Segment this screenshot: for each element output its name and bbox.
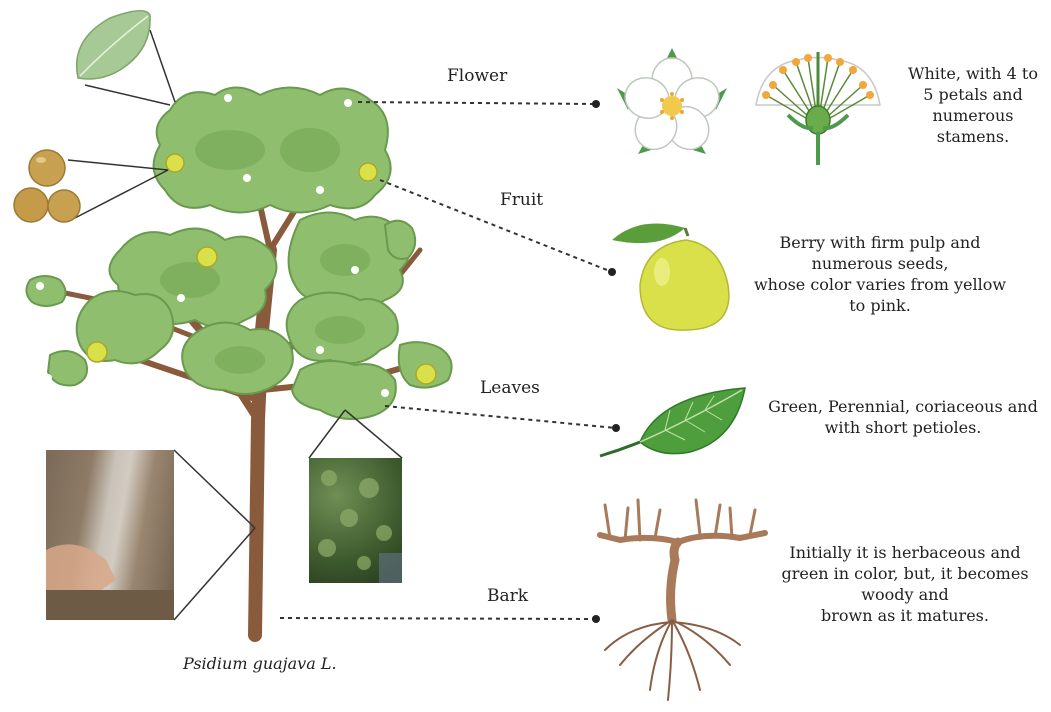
leaf-icon bbox=[600, 388, 745, 456]
foliage-photo bbox=[309, 458, 402, 583]
description-bark: Initially it is herbaceous and green in … bbox=[770, 542, 1040, 626]
leaf-inset-icon bbox=[77, 11, 175, 105]
leader-dots bbox=[592, 100, 620, 623]
description-flower: White, with 4 to 5 petals and numerous s… bbox=[898, 63, 1048, 147]
description-leaves: Green, Perennial, coriaceous and with sh… bbox=[758, 396, 1048, 438]
label-flower: Flower bbox=[447, 66, 507, 86]
label-bark: Bark bbox=[487, 586, 528, 606]
roots-bark-icon bbox=[600, 500, 765, 700]
label-leaves: Leaves bbox=[480, 378, 540, 398]
species-caption: Psidium guajava L. bbox=[183, 654, 337, 673]
label-fruit: Fruit bbox=[500, 190, 543, 210]
guava-fruit-icon bbox=[612, 224, 729, 331]
bark-photo bbox=[46, 450, 174, 620]
fruit-cluster-icon bbox=[14, 150, 168, 222]
description-fruit: Berry with firm pulp and numerous seeds,… bbox=[750, 232, 1010, 316]
bark-callout-lines bbox=[174, 450, 255, 620]
flower-icon bbox=[617, 48, 727, 158]
flower-cross-section-icon bbox=[756, 52, 880, 165]
